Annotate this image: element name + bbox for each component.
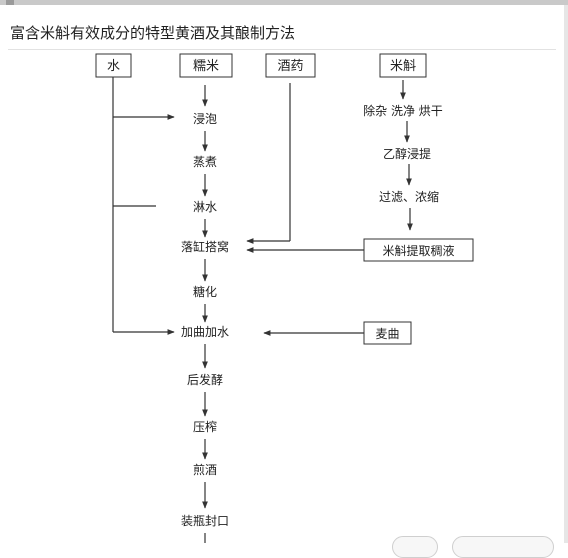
step-label-steam: 蒸煮: [193, 155, 217, 169]
extract-box-label: 米斛提取稠液: [382, 243, 454, 258]
step-label-press: 压榨: [193, 419, 217, 434]
yeast-feed-line: [246, 83, 291, 244]
input-label-yeast: 酒药: [277, 59, 303, 74]
water-feed-lines: [112, 77, 175, 335]
bottom-action-button-right[interactable]: [452, 536, 554, 558]
step-label-decoct: 煎酒: [193, 462, 217, 477]
step-label-bottle-seal: 装瓶封口: [181, 514, 229, 528]
mihu-flow-arrows: [400, 80, 413, 231]
input-box-mihu: 米斛: [379, 53, 427, 78]
step-label-vat-nest: 落缸搭窝: [181, 239, 229, 254]
mihu-step-filter-concentrate: 过滤、浓缩: [379, 189, 439, 204]
step-label-add-koji-water: 加曲加水: [181, 325, 229, 339]
input-label-water: 水: [107, 59, 120, 74]
process-flow-diagram: 水 糯米 酒药 米斛 浸泡 蒸煮 淋水 落缸搭窝 糖化 加曲加水 后发酵 压榨 …: [92, 50, 552, 543]
input-box-yeast: 酒药: [265, 53, 316, 78]
toolbar-marker-icon: [6, 0, 14, 5]
step-label-soak: 浸泡: [193, 112, 217, 126]
wheat-koji-box: 麦曲: [363, 321, 412, 345]
bottom-action-button-left[interactable]: [392, 536, 438, 558]
scrollbar-track[interactable]: [564, 5, 568, 543]
input-label-glutinous-rice: 糯米: [193, 59, 219, 74]
page-title: 富含米斛有效成分的特型黄酒及其酿制方法: [10, 24, 296, 42]
wheat-koji-label: 麦曲: [375, 327, 399, 341]
step-label-saccharify: 糖化: [193, 284, 217, 299]
mihu-step-clean-dry: 除杂 洗净 烘干: [363, 103, 443, 118]
extract-box: 米斛提取稠液: [363, 238, 474, 262]
input-label-mihu: 米斛: [390, 59, 416, 74]
flow-diagram-svg: 水 糯米 酒药 米斛 浸泡 蒸煮 淋水 落缸搭窝 糖化 加曲加水 后发酵 压榨 …: [95, 53, 474, 543]
step-label-post-ferment: 后发酵: [187, 372, 223, 387]
mihu-step-ethanol-extract: 乙醇浸提: [383, 146, 431, 161]
title-divider: [8, 49, 556, 50]
step-label-shower: 淋水: [193, 200, 217, 214]
top-toolbar-strip: [0, 0, 568, 5]
input-box-glutinous-rice: 糯米: [179, 53, 233, 78]
input-box-water: 水: [95, 53, 132, 78]
